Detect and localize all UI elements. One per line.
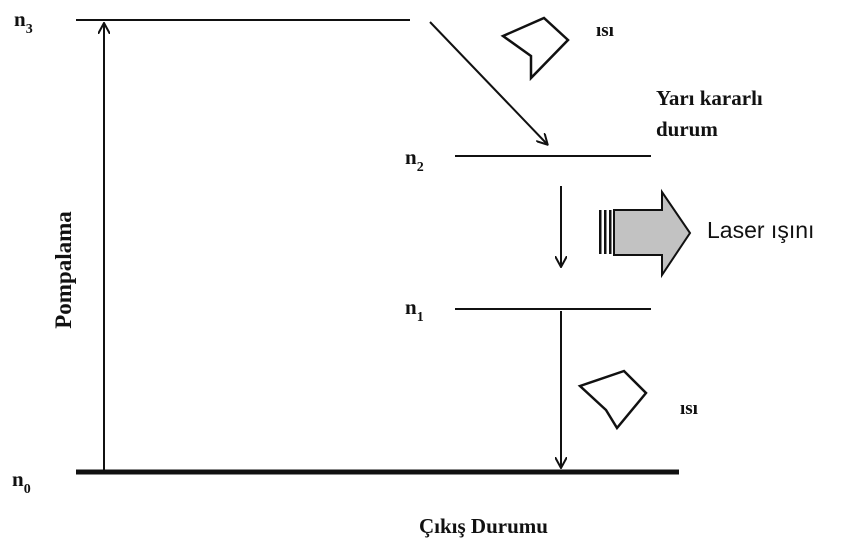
heat-label-top: ısı (596, 20, 614, 41)
laser-beam-icon (599, 188, 692, 279)
heat-icon-top (500, 16, 570, 82)
metastable-label-line2: durum (656, 117, 718, 141)
level-n3-label: n3 (14, 7, 33, 37)
decay-n3-n2-arrow (429, 21, 547, 144)
level-n0-label: n0 (12, 467, 31, 497)
level-n1-label: n1 (405, 295, 424, 325)
heat-label-bottom: ısı (680, 398, 698, 419)
level-n2-label: n2 (405, 145, 424, 175)
output-state-label: Çıkış Durumu (419, 514, 548, 538)
pumping-label: Pompalama (51, 211, 76, 329)
heat-icon-bottom (577, 369, 648, 431)
metastable-label-line1: Yarı kararlı (656, 86, 763, 110)
laser-beam-label: Laser ışını (707, 217, 814, 243)
